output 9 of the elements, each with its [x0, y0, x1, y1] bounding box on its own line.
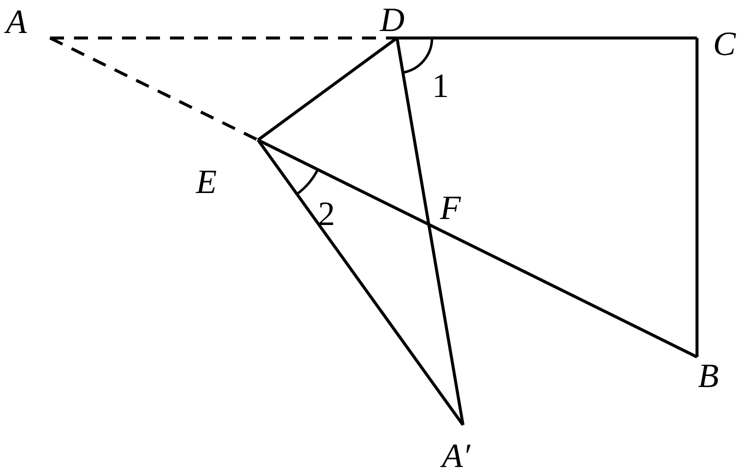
point-label: E	[196, 166, 217, 200]
point-label: A	[6, 6, 27, 40]
point-label: D	[380, 4, 405, 38]
point-label: C	[713, 28, 736, 62]
angle-label: 1	[432, 70, 449, 104]
point-label: B	[698, 360, 719, 394]
point-label: A′	[442, 440, 470, 474]
point-label: F	[440, 192, 461, 226]
angle-label: 2	[318, 198, 335, 232]
